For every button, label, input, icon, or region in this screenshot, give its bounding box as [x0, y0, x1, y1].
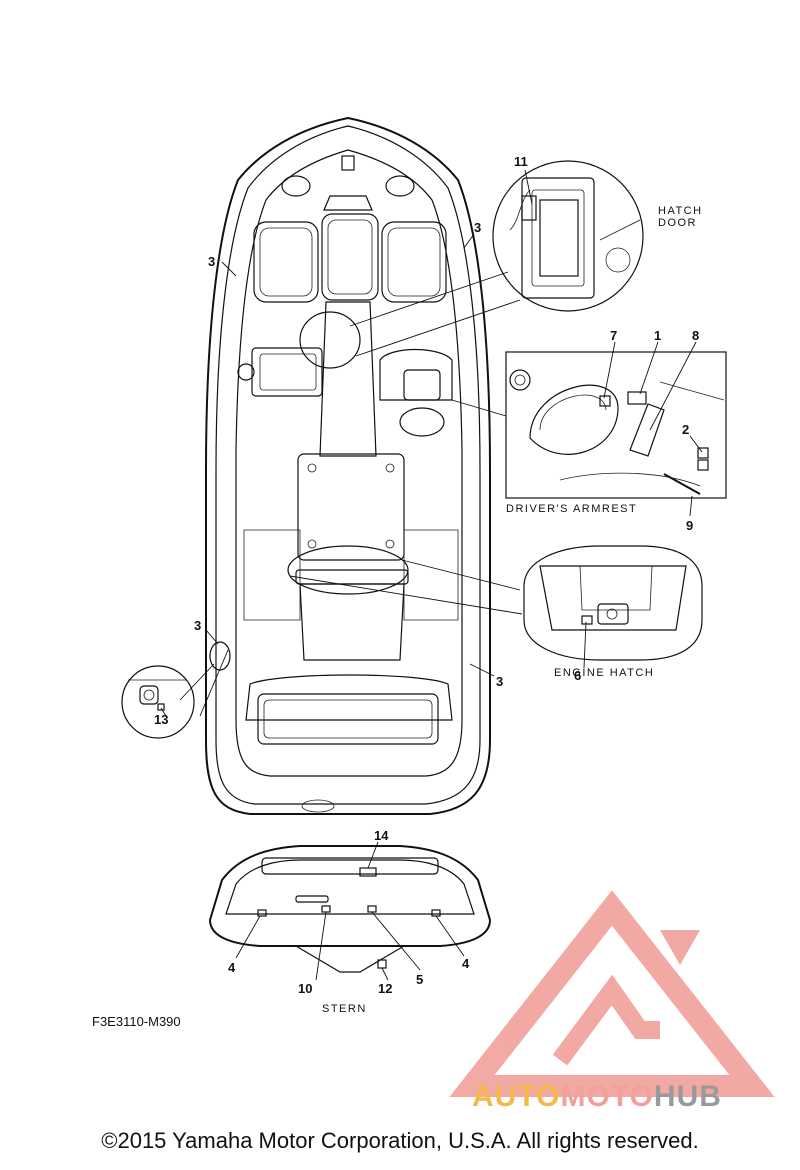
caption-stern: STERN	[322, 1003, 367, 1015]
copyright-notice: ©2015 Yamaha Motor Corporation, U.S.A. A…	[101, 1128, 699, 1153]
drivers-armrest-detail	[505, 351, 727, 499]
stern-detail	[208, 845, 492, 973]
callout-3-stern-port: 3	[194, 618, 201, 633]
callout-8: 8	[692, 328, 699, 343]
callout-10: 10	[298, 981, 312, 996]
watermark-moto: MOTO	[560, 1080, 654, 1113]
caption-drivers-armrest: DRIVER'S ARMREST	[506, 503, 637, 515]
callout-7: 7	[610, 328, 617, 343]
callout-11: 11	[514, 154, 528, 169]
caption-hatch-door-line1: HATCH	[658, 205, 703, 217]
label-2-sticker-b	[697, 459, 709, 471]
watermark-logo	[449, 890, 775, 1097]
callout-12: 12	[378, 981, 392, 996]
label-13-zoom-circle	[209, 641, 231, 671]
watermark-auto: AUTO	[472, 1080, 561, 1113]
engine-hatch-zoom-circle	[287, 545, 409, 595]
watermark-hub: HUB	[653, 1080, 722, 1113]
label-1-sticker	[627, 391, 647, 405]
callout-9: 9	[686, 518, 693, 533]
callout-3-bow-starboard: 3	[474, 220, 481, 235]
callout-4-port: 4	[228, 960, 236, 975]
callout-14: 14	[374, 828, 389, 843]
callout-3-bow-port: 3	[208, 254, 215, 269]
callout-1: 1	[654, 328, 661, 343]
label-2-sticker-a	[697, 447, 709, 459]
label-14-sticker	[359, 867, 377, 877]
callout-5: 5	[416, 972, 423, 987]
label-13-detail	[121, 665, 195, 739]
caption-engine-hatch: ENGINE HATCH	[554, 667, 654, 679]
label-5-sticker	[367, 905, 377, 913]
label-4-sticker-b	[431, 909, 441, 917]
label-6-sticker	[581, 615, 593, 625]
label-4-sticker-a	[257, 909, 267, 917]
boat-top-view	[205, 116, 491, 815]
label-13-sticker	[157, 703, 165, 711]
callout-2: 2	[682, 422, 689, 437]
callout-leaders	[160, 169, 703, 981]
hatch-door-zoom-circle	[299, 311, 361, 369]
label-10-sticker	[321, 905, 331, 913]
figure-code: F3E3110-M390	[92, 1014, 181, 1029]
label-11-sticker	[521, 195, 537, 221]
hatch-door-detail	[492, 160, 644, 312]
engine-hatch-detail	[523, 545, 703, 661]
callout-3-stern-starboard: 3	[496, 674, 503, 689]
callout-4-starboard: 4	[462, 956, 470, 971]
caption-hatch-door-line2: DOOR	[658, 217, 697, 229]
callout-13: 13	[154, 712, 168, 727]
callout-6: 6	[574, 668, 581, 683]
watermark-text: AUTOMOTOHUB	[472, 1080, 722, 1114]
label-7-sticker	[599, 395, 611, 407]
